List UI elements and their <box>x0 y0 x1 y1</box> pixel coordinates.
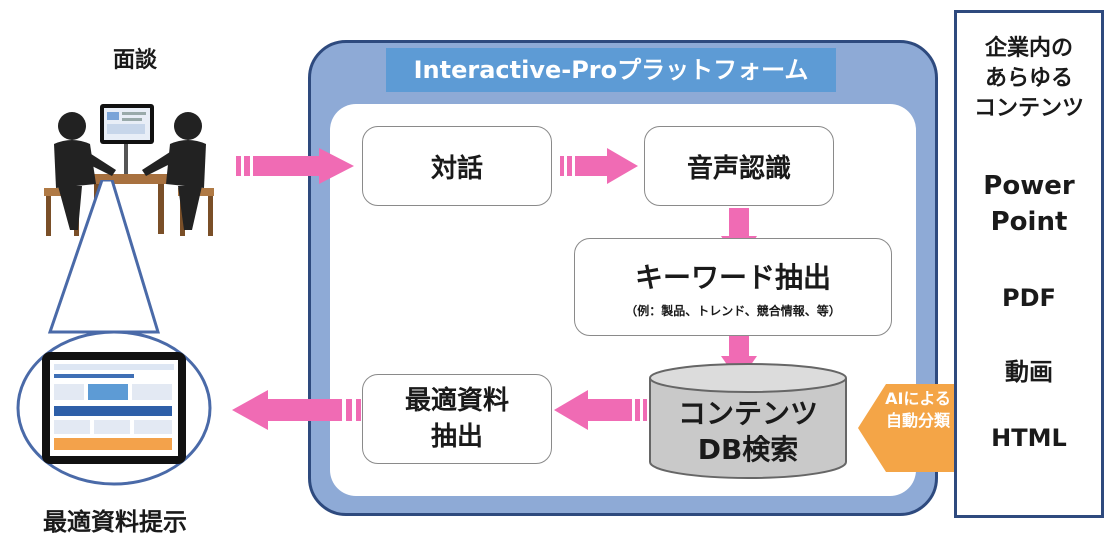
meeting-people-icon <box>44 104 214 236</box>
step-speech-label: 音声認識 <box>686 153 791 184</box>
heading-line: コンテンツ <box>973 96 1084 121</box>
step-keyword-extraction: キーワード抽出 （例：製品、トレンド、競合情報、等） <box>574 238 892 336</box>
arrow-left-icon <box>554 390 647 430</box>
keyword-examples: （例：製品、トレンド、競合情報、等） <box>625 303 841 318</box>
arrow-right-icon <box>236 148 354 184</box>
content-type-powerpoint: Power Point <box>983 171 1075 237</box>
arrow-right-icon <box>560 148 638 184</box>
ai-classification-arrow-icon <box>858 384 968 472</box>
keyword-extraction-label: キーワード抽出 <box>634 260 831 294</box>
heading-line: 企業内の <box>984 36 1073 61</box>
meeting-title: 面談 <box>112 48 157 73</box>
step-dialogue-label: 対話 <box>430 153 483 184</box>
database-cylinder-icon <box>649 363 847 479</box>
db-search-line1: コンテンツ <box>677 397 818 430</box>
callout-stem <box>47 180 161 334</box>
content-panel-heading: 企業内の あらゆる コンテンツ <box>954 34 1104 124</box>
platform-title-brand: Interactive-Pro <box>413 56 618 84</box>
step-dialogue: 対話 <box>362 126 552 206</box>
step-speech-recognition: 音声認識 <box>644 126 834 206</box>
platform-title-suffix: プラットフォーム <box>617 56 809 84</box>
heading-line: あらゆる <box>984 66 1073 91</box>
ai-badge-label: AIによる 自動分類 <box>872 388 964 432</box>
content-type-html: HTML <box>991 424 1067 452</box>
content-type-pdf: PDF <box>1002 284 1056 312</box>
step-material-extraction: 最適資料 抽出 <box>362 374 552 464</box>
material-label-line2: 抽出 <box>430 422 483 452</box>
ai-badge-line2: 自動分類 <box>885 411 950 430</box>
material-label-line1: 最適資料 <box>404 386 509 416</box>
content-type-video: 動画 <box>1005 358 1053 386</box>
db-search-line2: DB検索 <box>697 433 799 466</box>
result-title: 最適資料提示 <box>43 508 187 536</box>
content-panel <box>954 10 1104 518</box>
arrow-left-icon <box>232 390 361 430</box>
platform-title: Interactive-Proプラットフォーム <box>386 48 836 92</box>
step-db-search: コンテンツ DB検索 <box>650 396 846 468</box>
ai-badge-line1: AIによる <box>885 389 951 408</box>
tablet-icon <box>16 330 212 486</box>
